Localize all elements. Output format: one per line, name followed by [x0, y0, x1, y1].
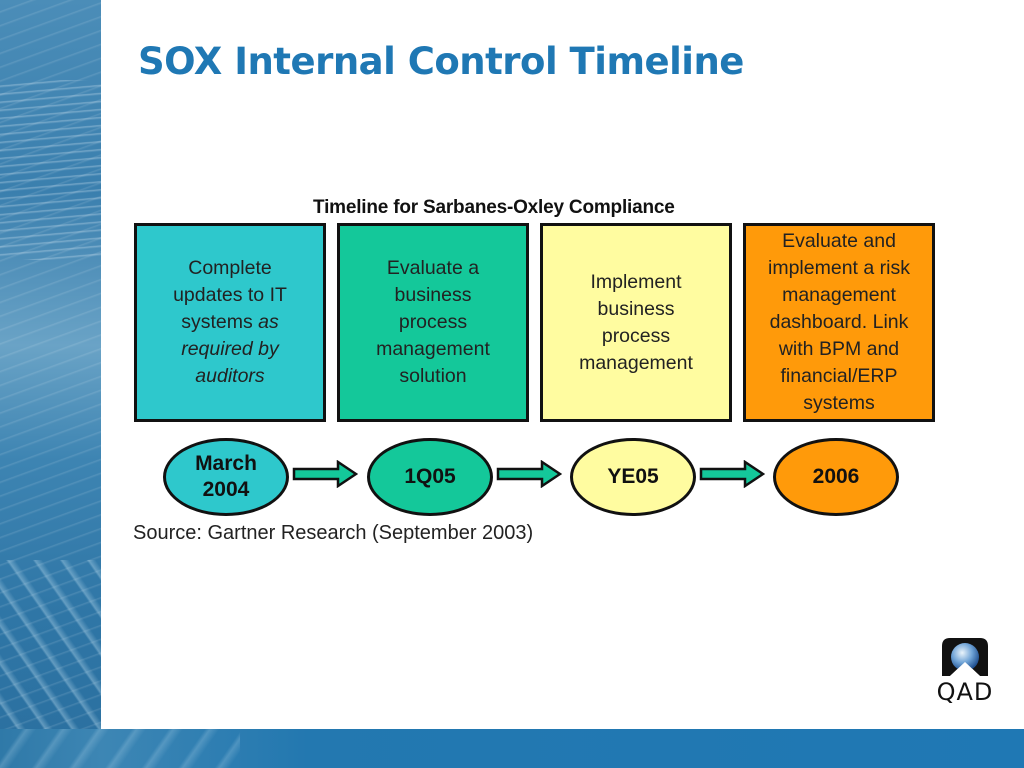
- italic-text: as required by auditors: [181, 311, 279, 387]
- step-box-1: Complete updates to IT systems as requir…: [134, 223, 326, 422]
- source-citation: Source: Gartner Research (September 2003…: [133, 522, 534, 544]
- footer-bar: [0, 729, 1024, 768]
- arrow-right-icon: [699, 460, 765, 488]
- milestone-ye05: YE05: [570, 438, 696, 516]
- diagram-title: Timeline for Sarbanes-Oxley Compliance: [313, 197, 675, 218]
- step-box-2: Evaluate a business process management s…: [337, 223, 529, 422]
- step-box-4: Evaluate and implement a risk management…: [743, 223, 935, 422]
- step-box-3: Implement business process management: [540, 223, 732, 422]
- step-box-1-text: Complete updates to IT systems as requir…: [173, 257, 287, 387]
- arrow-right-icon: [292, 460, 358, 488]
- conveyor-graphic: [0, 80, 101, 260]
- step-box-2-text: Evaluate a business process management s…: [376, 257, 490, 387]
- milestone-march-2004: March 2004: [163, 438, 289, 516]
- decorative-side-photo: [0, 0, 101, 768]
- rollers-graphic: [0, 560, 101, 730]
- step-box-3-text: Implement business process management: [579, 270, 693, 374]
- footer-decoration: [0, 729, 240, 768]
- milestone-2006: 2006: [773, 438, 899, 516]
- slide-title: SOX Internal Control Timeline: [138, 40, 744, 83]
- arrow-right-icon: [496, 460, 562, 488]
- qad-logo-icon: [942, 638, 988, 676]
- step-box-4-text: Evaluate and implement a risk management…: [768, 230, 910, 414]
- qad-logo-text: QAD: [936, 678, 994, 706]
- milestone-1q05: 1Q05: [367, 438, 493, 516]
